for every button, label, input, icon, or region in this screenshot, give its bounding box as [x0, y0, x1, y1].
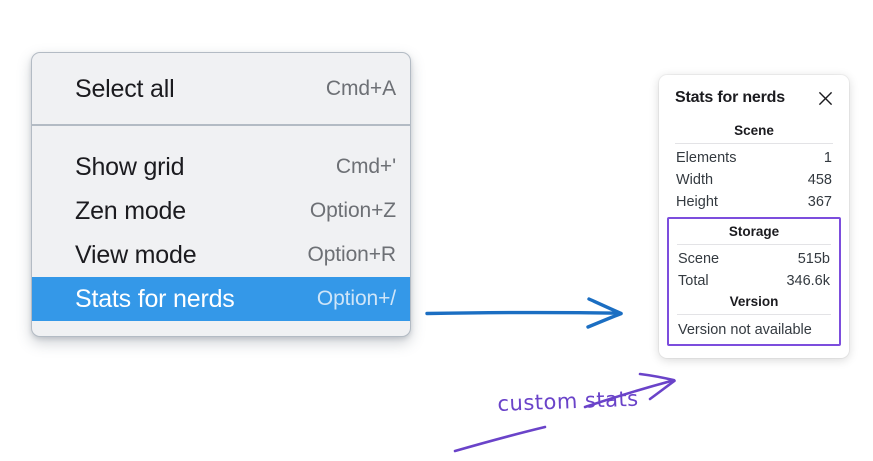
- stat-row-width: Width 458: [671, 169, 837, 191]
- scene-section-heading: Scene: [734, 123, 774, 138]
- blue-arrow-annotation: [425, 297, 623, 329]
- stat-value: 1: [823, 150, 832, 166]
- menu-item-zen-mode[interactable]: Zen mode Option+Z: [32, 189, 410, 233]
- menu-divider: [32, 124, 410, 126]
- menu-item-view-mode[interactable]: View mode Option+R: [32, 233, 410, 277]
- version-not-available-text: Version not available: [678, 322, 812, 338]
- menu-item-shortcut: Cmd+A: [325, 77, 396, 100]
- stat-label: Total: [678, 273, 709, 289]
- menu-item-show-grid[interactable]: Show grid Cmd+': [32, 145, 410, 189]
- stat-row-storage-total: Total 346.6k: [673, 270, 835, 292]
- stats-panel-header: Stats for nerds: [671, 89, 837, 107]
- custom-stats-annotation-label: custom stats: [497, 386, 640, 416]
- stats-panel-title: Stats for nerds: [675, 89, 785, 106]
- stat-row-elements: Elements 1: [671, 147, 837, 169]
- stat-value: 367: [807, 194, 832, 210]
- stat-label: Width: [676, 172, 714, 188]
- menu-item-shortcut: Option+/: [316, 287, 396, 310]
- stat-value: 458: [807, 172, 832, 188]
- context-menu[interactable]: Select all Cmd+A Show grid Cmd+' Zen mod…: [31, 52, 411, 337]
- stat-label: Height: [676, 194, 718, 210]
- version-section-heading: Version: [729, 294, 779, 309]
- menu-item-label: View mode: [75, 240, 197, 269]
- stat-value: 515b: [797, 251, 830, 267]
- stat-label: Scene: [678, 251, 720, 267]
- stat-row-storage-scene: Scene 515b: [673, 248, 835, 270]
- menu-item-label: Zen mode: [75, 196, 186, 225]
- context-menu-section-1: Select all Cmd+A: [32, 53, 410, 124]
- menu-item-shortcut: Option+R: [307, 243, 396, 266]
- menu-item-label: Show grid: [75, 152, 185, 181]
- menu-item-shortcut: Option+Z: [309, 199, 396, 222]
- stat-value: 346.6k: [786, 273, 830, 289]
- storage-section-heading: Storage: [728, 224, 780, 239]
- menu-item-label: Select all: [75, 74, 175, 103]
- stats-for-nerds-panel: Stats for nerds Scene Elements 1 Width 4…: [659, 75, 849, 358]
- section-rule: [675, 143, 833, 144]
- custom-stats-highlight-box: Storage Scene 515b Total 346.6k Version …: [667, 217, 841, 346]
- menu-item-shortcut: Cmd+': [335, 155, 396, 178]
- menu-item-select-all[interactable]: Select all Cmd+A: [32, 67, 410, 111]
- menu-item-label: Stats for nerds: [75, 284, 235, 313]
- section-rule: [677, 244, 831, 245]
- context-menu-section-2: Show grid Cmd+' Zen mode Option+Z View m…: [32, 126, 410, 336]
- stat-label: Elements: [676, 150, 737, 166]
- section-rule: [677, 314, 831, 315]
- close-icon[interactable]: [817, 90, 834, 107]
- menu-item-stats-for-nerds[interactable]: Stats for nerds Option+/: [32, 277, 410, 321]
- stat-row-height: Height 367: [671, 191, 837, 213]
